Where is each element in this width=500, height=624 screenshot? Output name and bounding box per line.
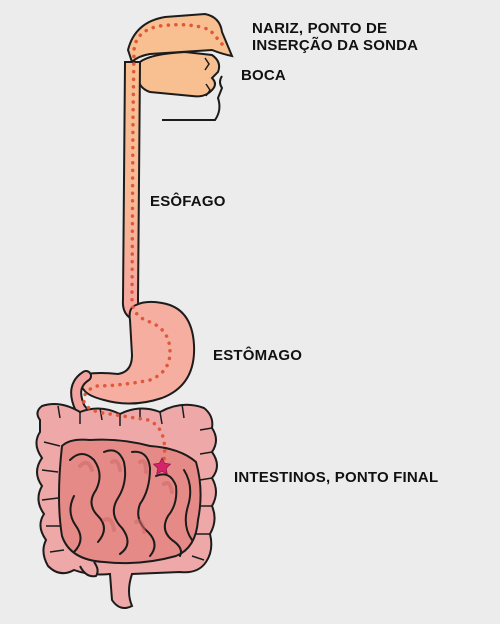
small-intestine-loops xyxy=(69,449,193,557)
esophagus-label: ESÔFAGO xyxy=(150,193,226,210)
colon-haustra xyxy=(41,403,213,561)
nose-label-line-2: INSERÇÃO DA SONDA xyxy=(252,37,419,54)
stomach xyxy=(79,300,196,405)
feeding-tube-path xyxy=(82,22,224,462)
esophagus-tube xyxy=(121,61,150,320)
nose-insertion-label: NARIZ, PONTO DE INSERÇÃO DA SONDA xyxy=(252,20,418,54)
nose-label-line-1: NARIZ, PONTO DE xyxy=(252,20,388,37)
nasal-cavity xyxy=(126,12,234,64)
stomach-label: ESTÔMAGO xyxy=(213,347,303,364)
mouth-label: BOCA xyxy=(241,67,286,84)
appendix xyxy=(79,561,99,578)
oral-cavity xyxy=(136,50,221,98)
star-icon xyxy=(152,457,172,475)
intestines-endpoint-label: INTESTINOS, PONTO FINAL xyxy=(234,469,439,486)
jaw-outline xyxy=(162,75,224,121)
small-intestine-shading xyxy=(78,459,174,534)
teeth xyxy=(204,57,211,97)
